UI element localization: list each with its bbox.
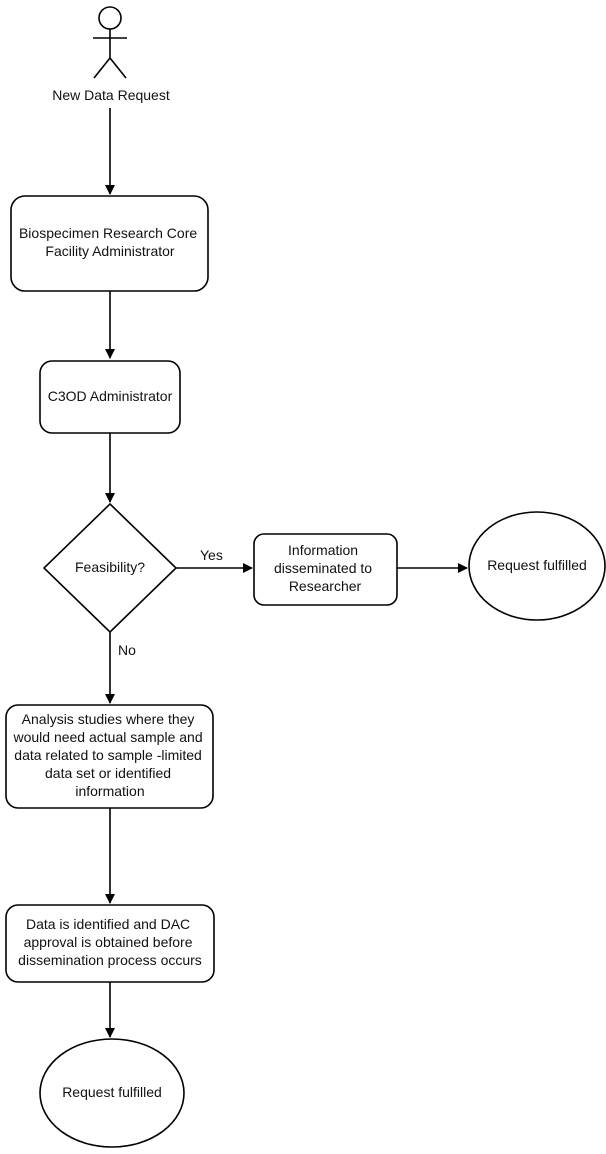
node-feasibility-decision [42,502,178,634]
node-data-identified-text: Data is identified and DAC approval is o… [18,916,202,968]
node-info-disseminated-text: Information disseminated to Researcher [274,542,376,594]
node-data-identified [5,904,215,983]
actor-icon [93,6,127,79]
node-biospecimen-admin-text: Biospecimen Research Core Facility Admin… [19,225,201,259]
node-analysis-studies-text: Analysis studies where they would need a… [12,711,206,799]
node-c3od-admin-text: C3OD Administrator [48,388,173,404]
node-request-fulfilled-bottom [39,1038,185,1148]
node-analysis-studies [5,704,214,809]
node-c3od-admin [39,360,181,434]
node-request-fulfilled-right-text: Request fulfilled [487,557,587,573]
node-biospecimen-admin [10,195,209,292]
edge-label-no: No [118,642,136,658]
node-info-disseminated [253,533,398,606]
node-request-fulfilled-right [468,511,606,621]
node-feasibility-text: Feasibility? [75,559,145,575]
actor-label: New Data Request [52,87,170,103]
edge-label-yes: Yes [200,547,223,563]
node-request-fulfilled-bottom-text: Request fulfilled [62,1084,162,1100]
